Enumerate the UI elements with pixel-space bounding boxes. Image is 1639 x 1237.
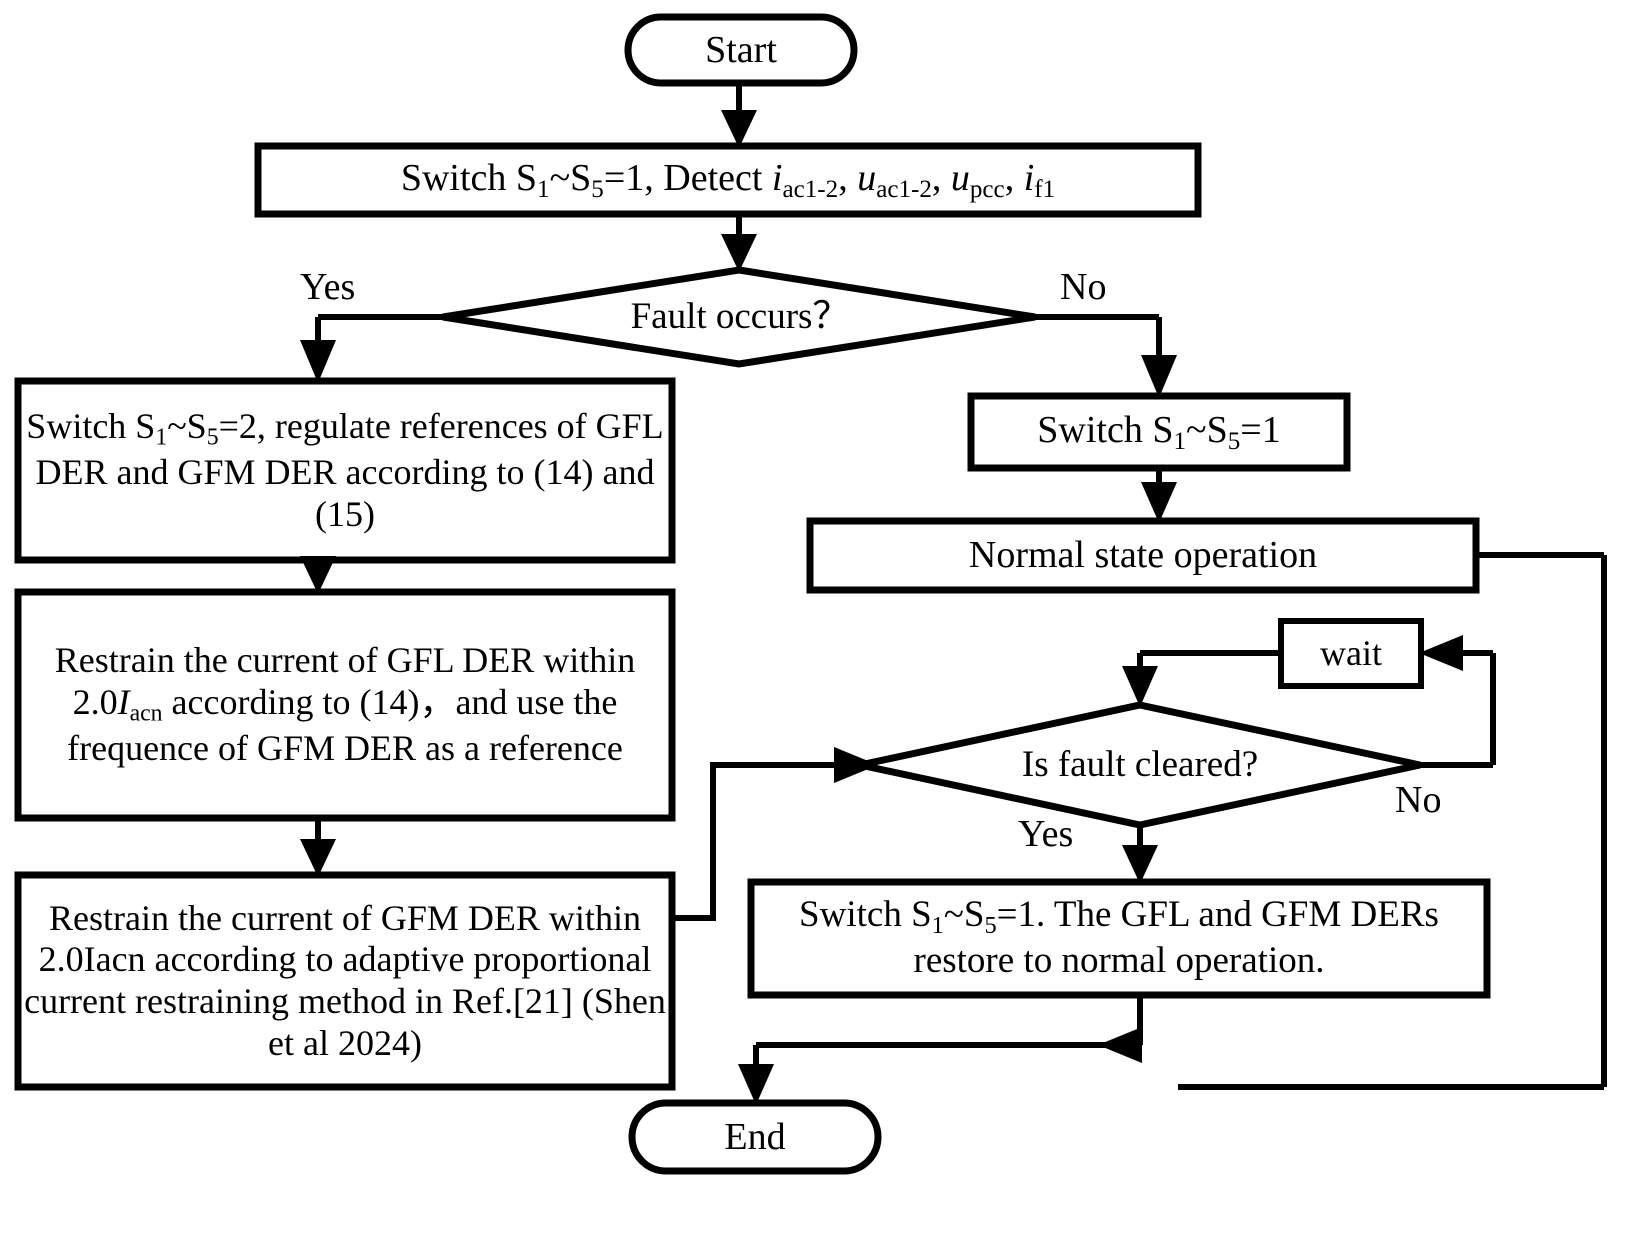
node-wait-label: wait (1320, 632, 1382, 673)
node-left3-shape[interactable] (14, 871, 676, 1091)
arrowhead-end (738, 1064, 774, 1105)
arrowhead-init-fault (721, 234, 757, 272)
node-left2-shape[interactable] (14, 588, 676, 822)
node-left3-label: Restrain the current of GFM DER within 2… (24, 897, 666, 1063)
arrowhead-wait-cleared (1122, 666, 1158, 707)
node-init-label-text: Switch S1~S5=1, Detect iac1-2, uac1-2, u… (400, 156, 1056, 203)
arrowhead-start-init (721, 110, 757, 148)
node-cleared-decision-label: Is fault cleared? (1021, 743, 1259, 785)
edge-label-fault-yes: Yes (300, 266, 356, 308)
node-right1-label: Switch S1~S5=1 (971, 396, 1347, 468)
node-restore-label: Switch S1~S5=1. The GFL and GFM DERs res… (757, 882, 1481, 995)
node-end-label: End (724, 1115, 786, 1158)
edge-label-cleared-no: No (1395, 779, 1442, 821)
edge-label-fault-no: No (1060, 266, 1107, 308)
node-restore-label-text: Switch S1~S5=1. The GFL and GFM DERs res… (799, 893, 1439, 982)
node-left1-shape[interactable] (14, 377, 676, 564)
edge-label-cleared-yes: Yes (1018, 813, 1074, 855)
arrowhead-left1-left2 (300, 556, 336, 594)
arrowhead-right1-normal (1141, 482, 1177, 523)
node-init-label: Switch S1~S5=1, Detect iac1-2, uac1-2, u… (258, 146, 1198, 214)
arrowhead-merge-left (1098, 1027, 1142, 1063)
node-right1-label-text: Switch S1~S5=1 (1037, 408, 1281, 455)
arrowhead-fault-yes (300, 340, 336, 383)
arrowhead-fault-no (1141, 355, 1177, 398)
node-normal-label: Normal state operation (968, 534, 1318, 577)
arrowhead-left2-left3 (300, 839, 336, 877)
node-fault-decision-label: Fault occurs？ (630, 295, 850, 337)
node-left1-label: Switch S1~S5=2, regulate references of G… (24, 381, 666, 560)
node-end-shape[interactable] (628, 1099, 882, 1175)
node-start-label: Start (705, 28, 777, 71)
node-fault-decision-shape[interactable] (442, 266, 1036, 368)
node-restore-shape[interactable] (747, 878, 1491, 999)
arrowhead-left3-cleared (834, 747, 878, 783)
node-left2-label: Restrain the current of GFL DER within 2… (24, 592, 666, 818)
node-init-shape[interactable] (254, 142, 1202, 218)
arrowhead-cleared-no-wait (1419, 635, 1463, 671)
node-left2-label-text: Restrain the current of GFL DER within 2… (54, 640, 636, 769)
node-left1-label-text: Switch S1~S5=2, regulate references of G… (26, 405, 664, 534)
arrowhead-cleared-yes (1122, 845, 1158, 884)
